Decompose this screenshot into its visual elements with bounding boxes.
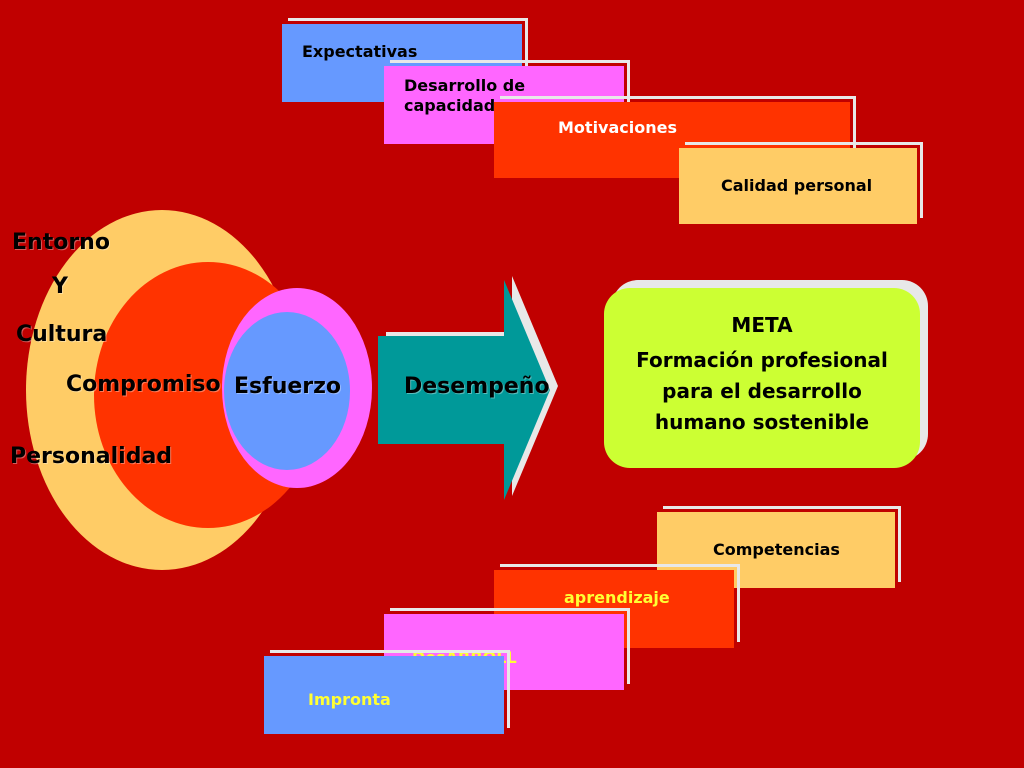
label-desempeno: Desempeño (404, 374, 550, 399)
goal-text: Formación profesional para el desarrollo… (636, 348, 888, 434)
box-impronta: Impronta (264, 650, 510, 734)
box-motivaciones-label: Motivaciones (558, 118, 677, 137)
box-competencias-label: Competencias (713, 540, 840, 559)
goal-box: META Formación profesional para el desar… (604, 288, 920, 468)
circle-esfuerzo (224, 312, 350, 470)
box-calidad-personal: Calidad personal (679, 142, 923, 224)
arrow-shape (378, 280, 550, 500)
box-calidad-personal-label: Calidad personal (721, 176, 873, 195)
label-cultura: Cultura (16, 322, 108, 347)
label-personalidad: Personalidad (10, 444, 173, 469)
box-impronta-label: Impronta (308, 690, 391, 709)
box-desarrollo-capacidades-label: Desarrollo de capacidades (404, 76, 526, 115)
box-expectativas-label: Expectativas (302, 42, 418, 61)
arrow-desempeno (378, 276, 558, 500)
label-entorno: Entorno (12, 230, 110, 255)
label-esfuerzo: Esfuerzo (234, 374, 342, 399)
goal-title: META (731, 313, 793, 337)
label-compromiso: Compromiso (66, 372, 221, 397)
box-aprendizaje-label: aprendizaje (564, 588, 670, 607)
label-y: Y (52, 274, 68, 299)
box-motivaciones: Motivaciones (494, 96, 856, 178)
